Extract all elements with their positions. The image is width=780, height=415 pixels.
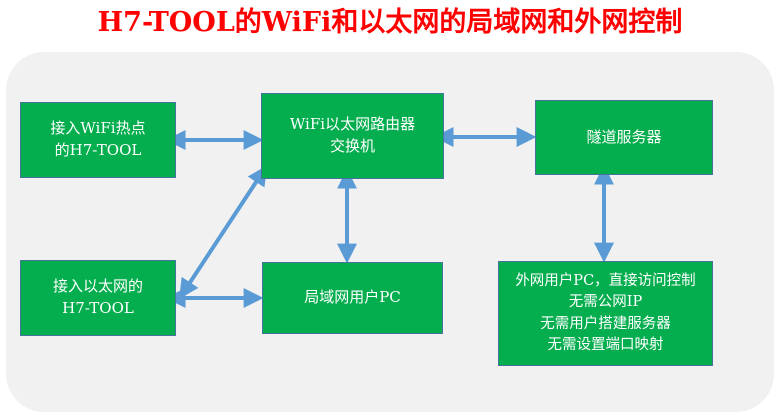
node-wifi-h7tool[interactable]: 接入WiFi热点 的H7-TOOL [20,102,176,178]
node-router-switch[interactable]: WiFi以太网路由器 交换机 [261,93,444,179]
node-ethernet-h7tool[interactable]: 接入以太网的 H7-TOOL [20,260,176,336]
node-lan-pc[interactable]: 局域网用户PC [262,262,443,334]
node-wan-pc[interactable]: 外网用户PC，直接访问控制 无需公网IP 无需用户搭建服务器 无需设置端口映射 [498,261,713,366]
node-tunnel-server[interactable]: 隧道服务器 [535,100,713,175]
page-title: H7-TOOL的WiFi和以太网的局域网和外网控制 [97,7,683,38]
